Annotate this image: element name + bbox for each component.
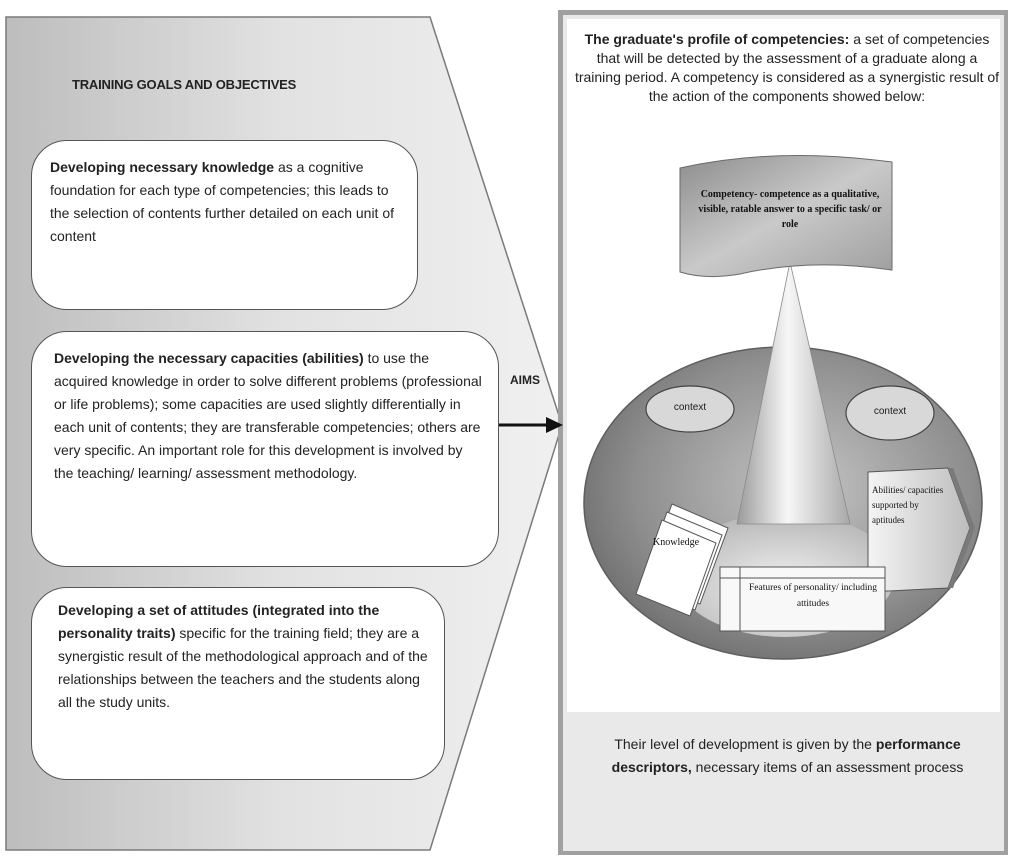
bottom-text-bold: performance descriptors, <box>611 736 961 775</box>
bottom-text-post: necessary items of an assessment process <box>691 759 964 775</box>
context-ellipse-right <box>845 385 935 441</box>
knowledge-objective-box: Developing necessary knowledge as a cogn… <box>31 140 418 310</box>
training-goals-heading: TRAINING GOALS AND OBJECTIVES <box>72 77 297 92</box>
features-label: Features of personality/ including attit… <box>749 583 877 609</box>
bottom-text-pre: Their level of development is given by t… <box>614 736 876 752</box>
competency-banner <box>679 155 893 278</box>
box-text: to use the acquired knowledge in order t… <box>54 350 482 481</box>
competency-label: Competency- competence as a qualitative,… <box>698 189 882 230</box>
attitudes-objective-box: Developing a set of attitudes (integrate… <box>31 587 445 780</box>
cone <box>736 261 851 525</box>
knowledge-label: Knowledge <box>653 537 700 548</box>
profile-text: a set of competencies that will be detec… <box>574 31 1000 104</box>
profile-title: The graduate's profile of competencies: <box>584 31 850 47</box>
aims-label: AIMS <box>510 373 540 387</box>
context-label-left: context <box>673 402 707 413</box>
capacities-objective-box: Developing the necessary capacities (abi… <box>31 331 499 567</box>
context-label-right: context <box>873 406 907 417</box>
box-title: Developing necessary knowledge <box>50 159 275 175</box>
box-title: Developing a set of attitudes (integrate… <box>58 602 380 641</box>
box-title: Developing the necessary capacities (abi… <box>54 350 364 366</box>
abilities-label: Abilities/ capacities supported by aptit… <box>872 485 944 525</box>
knowledge-shape <box>635 519 717 617</box>
profile-description: The graduate's profile of competencies: … <box>572 30 1002 106</box>
box-text: as a cognitive foundation for each type … <box>50 159 395 244</box>
context-ellipse-left <box>645 385 735 433</box>
box-text: specific for the training field; they ar… <box>58 625 428 710</box>
performance-descriptors-text: Their level of development is given by t… <box>575 733 1000 779</box>
arrow-head-icon <box>546 417 563 433</box>
